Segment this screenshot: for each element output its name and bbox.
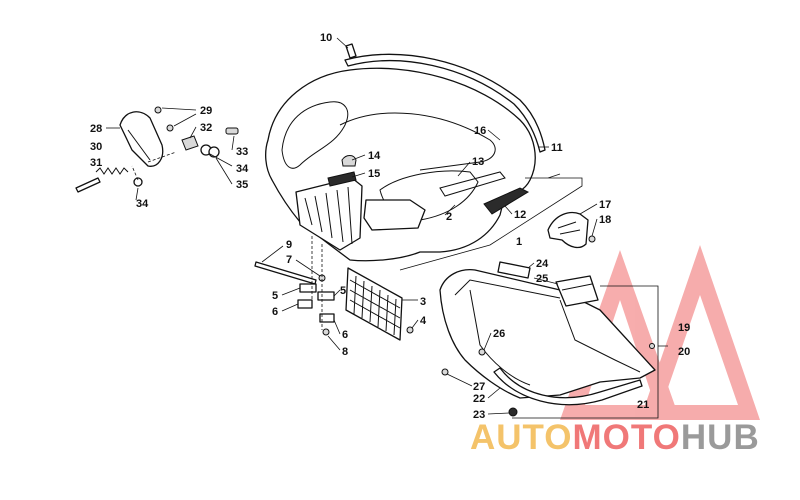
callout-8: 8: [342, 346, 348, 358]
clip-5-b: [317, 291, 335, 301]
callout-labels: 1 2 3 4 5 5 6 6 7 8 9 10 11 12 13 14 15 …: [90, 32, 690, 421]
callout-12: 12: [514, 209, 526, 221]
callout-5-a: 5: [272, 290, 278, 302]
hood-shell: [265, 67, 536, 262]
fastener-27: [441, 368, 449, 376]
latch-25-detail: [561, 283, 593, 291]
callout-3: 3: [420, 296, 426, 308]
hardware-dash-lines: [311, 236, 323, 330]
watermark-hub: HUB: [680, 418, 760, 457]
callout-11: 11: [551, 142, 563, 154]
watermark-text: AUTOMOTOHUB: [470, 418, 760, 458]
callout-16: 16: [474, 125, 486, 137]
washer-35: [208, 146, 220, 158]
tray-22-inner: [454, 279, 641, 386]
callout-34-a: 34: [236, 163, 249, 175]
storage-tray-assembly: [439, 261, 668, 419]
callout-17: 17: [599, 199, 611, 211]
washer-34-b: [133, 177, 143, 187]
mount-bracket-17: [547, 211, 589, 249]
callout-31: 31: [90, 157, 102, 169]
tray-rim-21: [493, 367, 643, 406]
callout-1: 1: [516, 236, 522, 248]
clip-5-a: [299, 283, 317, 293]
callout-29: 29: [200, 105, 212, 117]
screw-29-a: [154, 106, 162, 114]
mesh-screen-3-pattern: [349, 275, 401, 336]
callout-30: 30: [90, 141, 102, 153]
callout-26: 26: [493, 328, 505, 340]
callout-5-b: 5: [340, 285, 346, 297]
callout-22: 22: [473, 393, 485, 405]
cover-24: [497, 261, 531, 279]
callout-7: 7: [286, 254, 292, 266]
callout-9: 9: [286, 239, 292, 251]
headlight-lens: [363, 199, 426, 231]
clip-6-a: [297, 299, 313, 309]
callout-6-a: 6: [272, 306, 278, 318]
tray-reference-lines: [512, 285, 668, 419]
callout-18: 18: [599, 214, 611, 226]
leader-lines: [106, 37, 598, 415]
callout-25: 25: [536, 273, 548, 285]
bolt-33: [225, 127, 239, 135]
headlight-dash-lines: [131, 151, 177, 181]
watermark-moto: MOTO: [572, 418, 681, 457]
pin-30: [75, 177, 101, 193]
callout-13: 13: [472, 156, 484, 168]
callout-34-b: 34: [136, 198, 149, 210]
spring-31: [95, 167, 129, 175]
watermark-auto: AUTO: [470, 418, 573, 457]
seal-clip: [345, 43, 357, 59]
hood-seal-strip: [344, 53, 546, 153]
clip-6-b: [319, 313, 335, 323]
callout-19: 19: [678, 322, 690, 334]
callout-27: 27: [473, 381, 485, 393]
screw-19: [649, 343, 655, 349]
bracket-lines-1: [399, 173, 583, 271]
callout-35: 35: [236, 179, 248, 191]
callout-32: 32: [200, 122, 212, 134]
callout-6-b: 6: [342, 329, 348, 341]
latch-25: [555, 275, 599, 307]
bracket-17-slots: [557, 221, 581, 235]
decal-strip-13: [439, 171, 506, 197]
hood-emblem-14: [341, 155, 357, 167]
callout-2: 2: [446, 211, 452, 223]
screw-4: [406, 326, 414, 334]
decal-strip-12: [483, 187, 530, 215]
screw-29-b: [166, 124, 174, 132]
headlight-assembly: [75, 106, 239, 193]
callout-28: 28: [90, 123, 102, 135]
headlight-28: [119, 111, 164, 167]
grille-hardware: [254, 236, 414, 341]
screw-18: [588, 235, 596, 243]
callout-21: 21: [637, 399, 649, 411]
fastener-26: [478, 348, 486, 356]
tray-22: [439, 269, 656, 399]
grommet-32: [181, 135, 199, 151]
callout-23: 23: [473, 409, 485, 421]
grille-bars: [304, 186, 353, 245]
callout-33: 33: [236, 146, 248, 158]
callout-14: 14: [368, 150, 381, 162]
callout-10: 10: [320, 32, 332, 44]
hood-assembly: [265, 67, 536, 262]
fastener-23: [508, 407, 518, 417]
fastener-8: [322, 328, 330, 336]
emblem-badge: [327, 171, 357, 187]
callout-4: 4: [420, 315, 427, 327]
hood-center-ridge: [339, 112, 496, 171]
callout-24: 24: [536, 258, 549, 270]
hood-left-vent: [281, 101, 349, 169]
headlight-28-inner: [127, 129, 151, 161]
callout-15: 15: [368, 168, 380, 180]
callout-20: 20: [678, 346, 690, 358]
